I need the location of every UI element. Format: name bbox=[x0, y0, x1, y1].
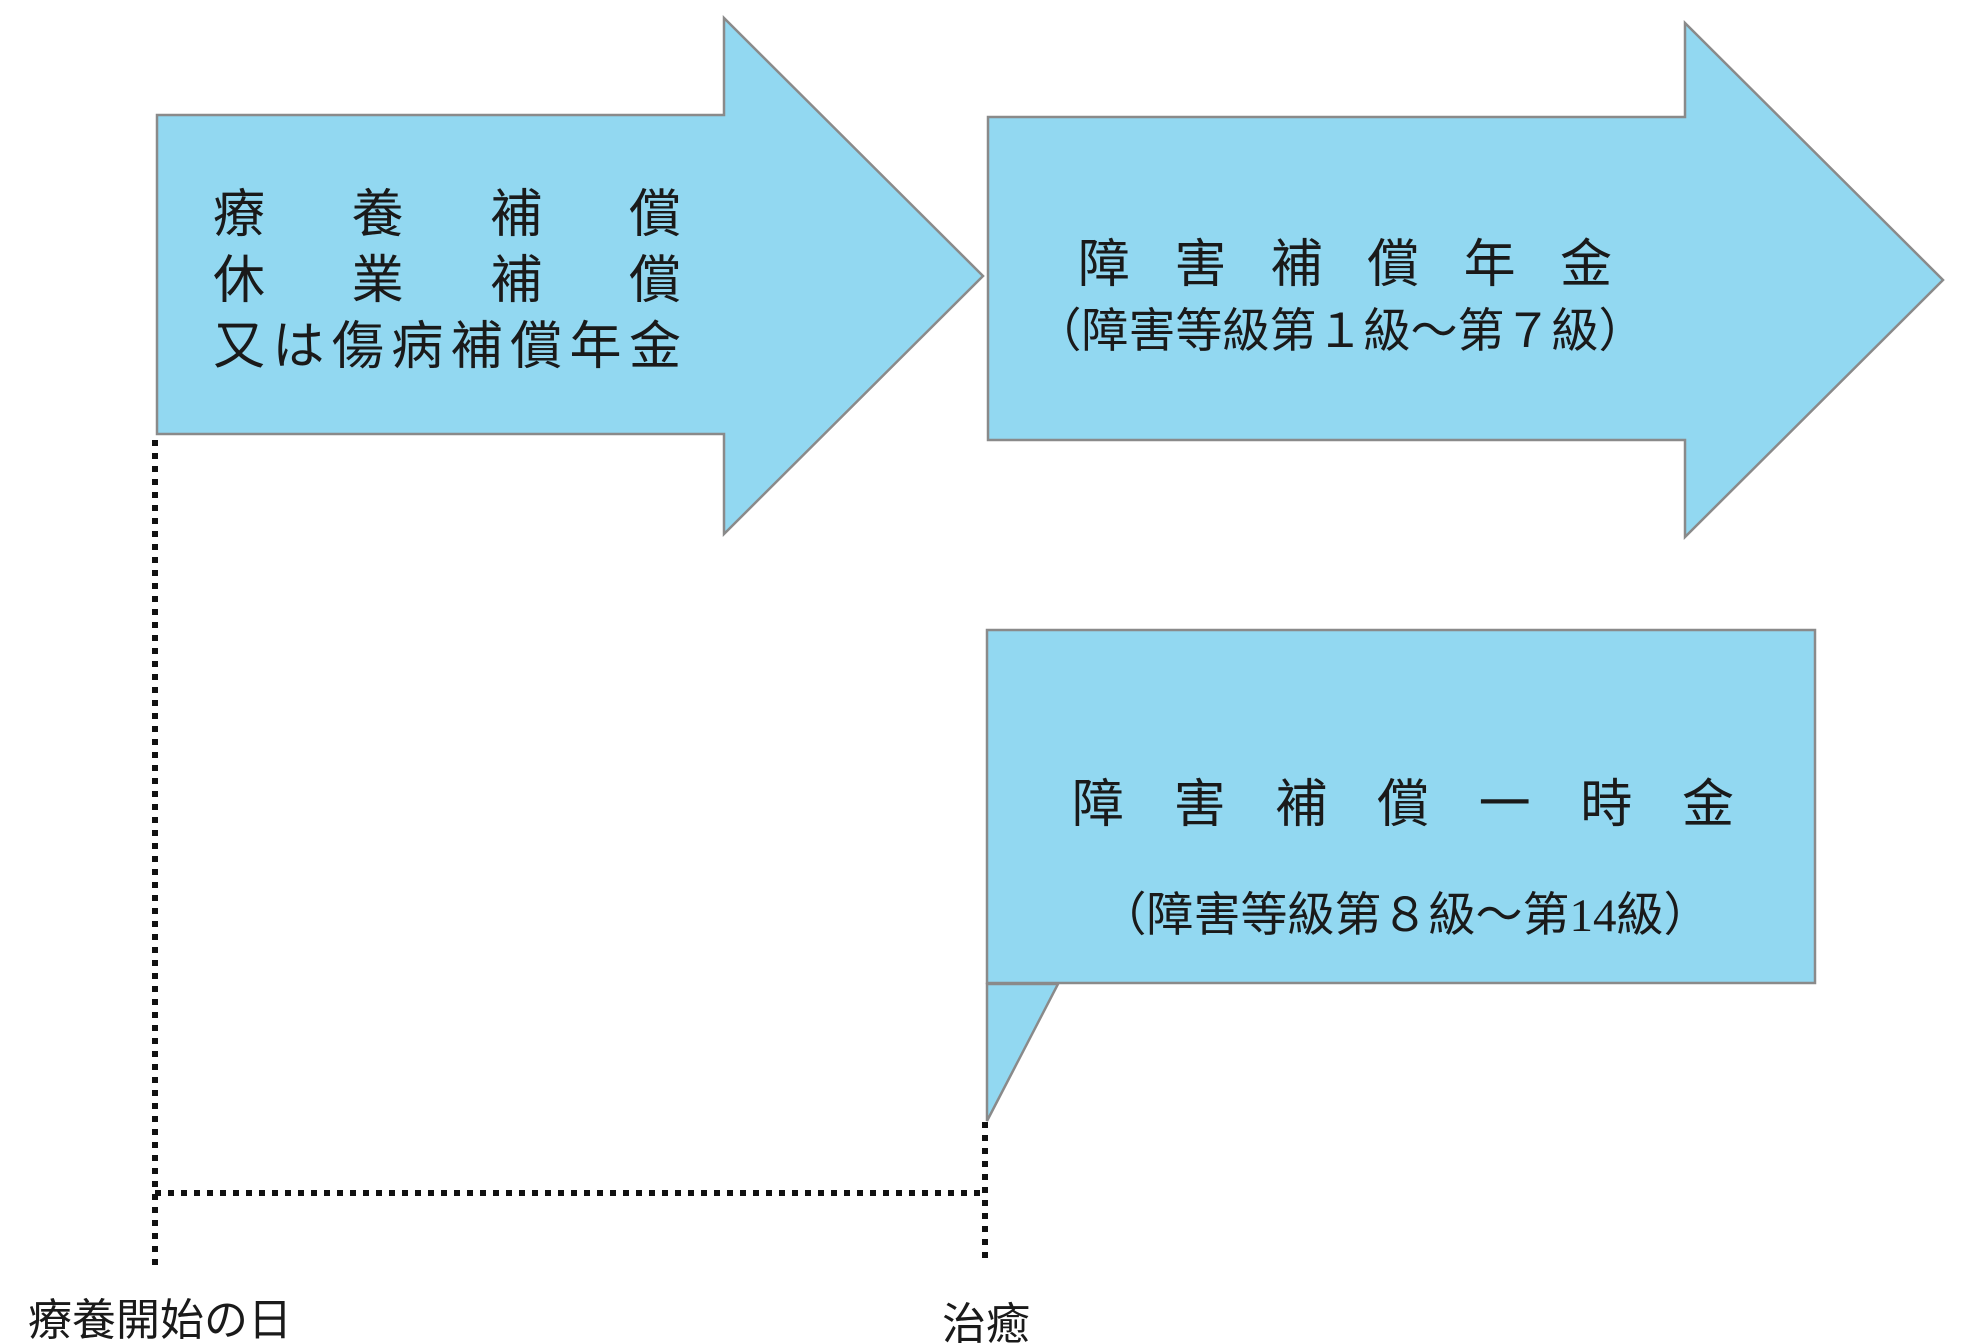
lump-sum-grades: （障害等級第８級～第14級） bbox=[1099, 890, 1711, 942]
disability-pension-grades: （障害等級第１級～第７級） bbox=[1034, 306, 1646, 358]
dotted-line-treatment-start bbox=[152, 440, 158, 1266]
lump-sum-box-shape bbox=[985, 628, 1817, 985]
disability-pension-title: 障害補償年金 bbox=[1078, 237, 1612, 294]
treatment-start-label: 療養開始の日 bbox=[28, 1296, 292, 1344]
dotted-line-cure bbox=[982, 1122, 988, 1264]
arrow-left-line-1: 療養補償 bbox=[213, 186, 681, 244]
dotted-line-period bbox=[155, 1190, 987, 1196]
medical-compensation-arrow-text: 療養補償 休業補償 又は傷病補償年金 bbox=[213, 176, 681, 376]
cure-label: 治癒 bbox=[942, 1300, 1030, 1344]
arrow-left-line-2: 休業補償 bbox=[213, 252, 681, 310]
lump-sum-title: 障害補償一時金 bbox=[1072, 777, 1734, 834]
callout-pointer-shape bbox=[985, 982, 1061, 1122]
benefit-arrow-left-shape bbox=[155, 14, 985, 538]
benefit-arrow-right-shape bbox=[986, 19, 1945, 541]
arrow-left-line-3: 又は傷病補償年金 bbox=[213, 318, 681, 376]
